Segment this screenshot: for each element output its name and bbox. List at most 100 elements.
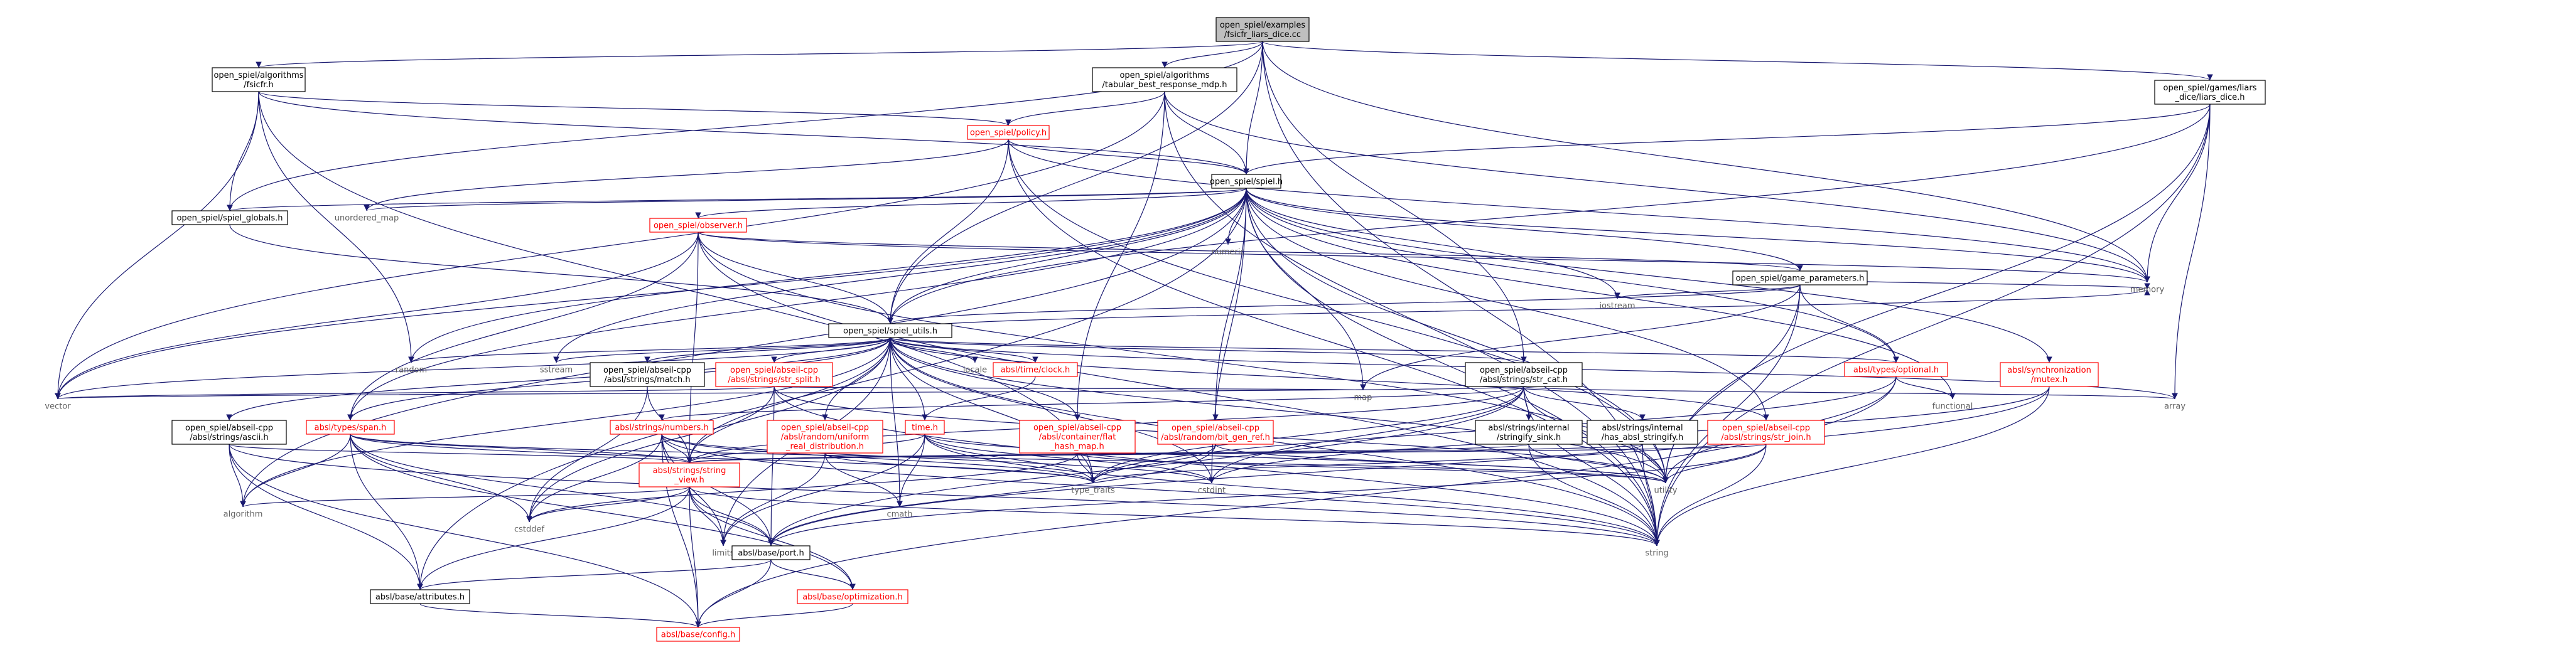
node-iostream: iostream — [1599, 302, 1635, 311]
node-box-liars — [2154, 80, 2266, 105]
node-stringify_sink[interactable]: absl/strings/internal/stringify_sink.h — [1475, 420, 1583, 445]
node-fsicfr[interactable]: open_spiel/algorithms/fsicfr.h — [212, 67, 306, 92]
node-label-str_split-0: open_spiel/abseil-cpp — [730, 366, 818, 375]
node-config[interactable]: absl/base/config.h — [656, 627, 740, 642]
node-label-tabular-0: open_spiel/algorithms — [1119, 71, 1209, 80]
node-str_split[interactable]: open_spiel/abseil-cpp/absl/strings/str_s… — [715, 362, 833, 387]
node-string_view[interactable]: absl/strings/string_view.h — [639, 462, 740, 488]
node-label-sstream-0: sstream — [540, 366, 573, 375]
node-span[interactable]: absl/types/span.h — [306, 420, 395, 435]
node-match[interactable]: open_spiel/abseil-cpp/absl/strings/match… — [590, 362, 705, 387]
node-root[interactable]: open_spiel/examples/fsicfr_liars_dice.cc — [1215, 17, 1310, 42]
node-type_traits: type_traits — [1071, 486, 1115, 496]
edge-spiel_utils-to-cstdint — [890, 337, 1215, 484]
node-label-limits-0: limits — [712, 549, 735, 558]
node-game_params[interactable]: open_spiel/game_parameters.h — [1732, 270, 1868, 285]
node-numbers[interactable]: absl/strings/numbers.h — [610, 420, 714, 435]
edge-observer-to-memory — [698, 232, 2150, 283]
node-label-root-1: /fsicfr_liars_dice.cc — [1224, 30, 1301, 40]
node-label-has_absl-1: /has_absl_stringify.h — [1602, 433, 1683, 442]
edge-root-to-globals — [227, 41, 1263, 211]
node-clock[interactable]: absl/time/clock.h — [993, 362, 1078, 377]
node-label-numbers-0: absl/strings/numbers.h — [615, 424, 708, 433]
node-label-policy-0: open_spiel/policy.h — [970, 129, 1047, 138]
edge-bit_gen_ref-to-type_traits — [1090, 444, 1216, 484]
node-label-tabular-1: /tabular_best_response_mdp.h — [1102, 80, 1227, 90]
edge-str_split-to-string — [773, 386, 1660, 546]
node-ascii[interactable]: open_spiel/abseil-cpp/absl/strings/ascii… — [171, 420, 287, 445]
edge-game_params-to-spiel_utils — [887, 284, 1801, 324]
node-label-flat_hash_map-2: _hash_map.h — [1050, 442, 1104, 452]
node-flat_hash_map[interactable]: open_spiel/abseil-cpp/absl/container/fla… — [1019, 420, 1136, 454]
node-time[interactable]: time.h — [905, 420, 945, 435]
node-label-string-0: string — [1645, 549, 1668, 558]
node-uniform[interactable]: open_spiel/abseil-cpp/absl/random/unifor… — [767, 420, 883, 454]
node-label-ascii-0: open_spiel/abseil-cpp — [185, 424, 273, 433]
node-policy[interactable]: open_spiel/policy.h — [967, 125, 1050, 140]
edge-spiel_utils-to-clock — [890, 337, 1038, 363]
node-label-span-0: absl/types/span.h — [315, 424, 387, 433]
edge-ascii-to-string — [229, 444, 1660, 546]
edge-globals-to-spiel_utils — [229, 224, 893, 324]
edge-spiel-to-vector — [55, 188, 1247, 400]
edges-layer — [55, 41, 2213, 628]
node-str_join[interactable]: open_spiel/abseil-cpp/absl/strings/str_j… — [1707, 420, 1825, 445]
edge-flat_hash_map-to-utility — [1077, 452, 1669, 484]
edge-numbers-to-limits — [661, 434, 726, 546]
edge-spiel_utils-to-cmath — [890, 337, 903, 508]
node-label-liars-1: _dice/liars_dice.h — [2174, 93, 2245, 102]
edge-tabular-to-flat_hash_map — [1074, 91, 1165, 421]
node-label-unordered_map-0: unordered_map — [335, 214, 399, 223]
edge-time-to-cmath — [897, 434, 925, 508]
edge-str_join-to-string — [1654, 444, 1767, 546]
node-label-string_view-0: absl/strings/string — [653, 466, 726, 476]
edge-mutex-to-port — [768, 386, 2050, 546]
node-box-stringify_sink — [1475, 420, 1583, 445]
node-box-numbers — [610, 420, 714, 435]
node-label-ascii-1: /absl/strings/ascii.h — [190, 433, 268, 442]
edge-spiel-to-game_params — [1246, 188, 1803, 272]
node-box-match — [590, 362, 705, 387]
node-label-match-0: open_spiel/abseil-cpp — [603, 366, 691, 375]
node-observer[interactable]: open_spiel/observer.h — [649, 218, 747, 233]
node-tabular[interactable]: open_spiel/algorithms/tabular_best_respo… — [1092, 67, 1237, 92]
edge-policy-to-spiel — [1008, 139, 1249, 175]
node-globals[interactable]: open_spiel/spiel_globals.h — [171, 210, 288, 225]
edge-spiel_utils-to-str_join — [890, 337, 1769, 421]
node-label-config-0: absl/base/config.h — [661, 631, 736, 640]
node-has_absl[interactable]: absl/strings/internal/has_absl_stringify… — [1587, 420, 1698, 445]
node-box-mutex — [2000, 362, 2099, 387]
edge-spiel-to-sstream — [553, 188, 1247, 363]
node-optional[interactable]: absl/types/optional.h — [1844, 362, 1948, 377]
node-label-match-1: /absl/strings/match.h — [604, 375, 690, 385]
edge-spiel-to-unordered_map — [364, 188, 1247, 211]
node-cstddef: cstddef — [514, 525, 545, 535]
node-spiel[interactable]: open_spiel/spiel.h — [1210, 174, 1283, 189]
edge-spiel_utils-to-optional — [890, 337, 1899, 363]
node-memory: memory — [2130, 285, 2165, 295]
edge-liars-to-spiel_utils — [887, 104, 2211, 324]
node-bit_gen_ref[interactable]: open_spiel/abseil-cpp/absl/random/bit_ge… — [1157, 420, 1274, 445]
node-liars[interactable]: open_spiel/games/liars_dice/liars_dice.h — [2154, 80, 2266, 105]
node-label-uniform-0: open_spiel/abseil-cpp — [781, 424, 869, 433]
edge-spiel-to-bit_gen_ref — [1212, 188, 1247, 421]
edge-clock-to-time — [922, 376, 1036, 421]
edge-numbers-to-type_traits — [661, 434, 1096, 484]
node-box-attributes — [370, 589, 470, 604]
node-attributes[interactable]: absl/base/attributes.h — [370, 589, 470, 604]
node-array: array — [2164, 402, 2185, 412]
node-box-clock — [993, 362, 1078, 377]
edge-game_params-to-optional — [1799, 284, 1899, 363]
node-str_cat[interactable]: open_spiel/abseil-cpp/absl/strings/str_c… — [1465, 362, 1583, 387]
node-optimization[interactable]: absl/base/optimization.h — [797, 589, 908, 604]
edge-spiel-to-mutex — [1246, 188, 2052, 363]
edge-string_view-to-algorithm — [240, 486, 690, 508]
node-spiel_utils[interactable]: open_spiel/spiel_utils.h — [828, 323, 952, 338]
node-port[interactable]: absl/base/port.h — [731, 545, 811, 560]
edge-str_cat-to-vector — [56, 386, 1524, 400]
edge-fsicfr-to-spiel — [258, 91, 1249, 175]
node-numeric: numeric — [1211, 248, 1244, 257]
edge-spiel_utils-to-utility — [890, 337, 1669, 484]
node-mutex[interactable]: absl/synchronization/mutex.h — [2000, 362, 2099, 387]
edge-string_view-to-port — [689, 486, 774, 546]
